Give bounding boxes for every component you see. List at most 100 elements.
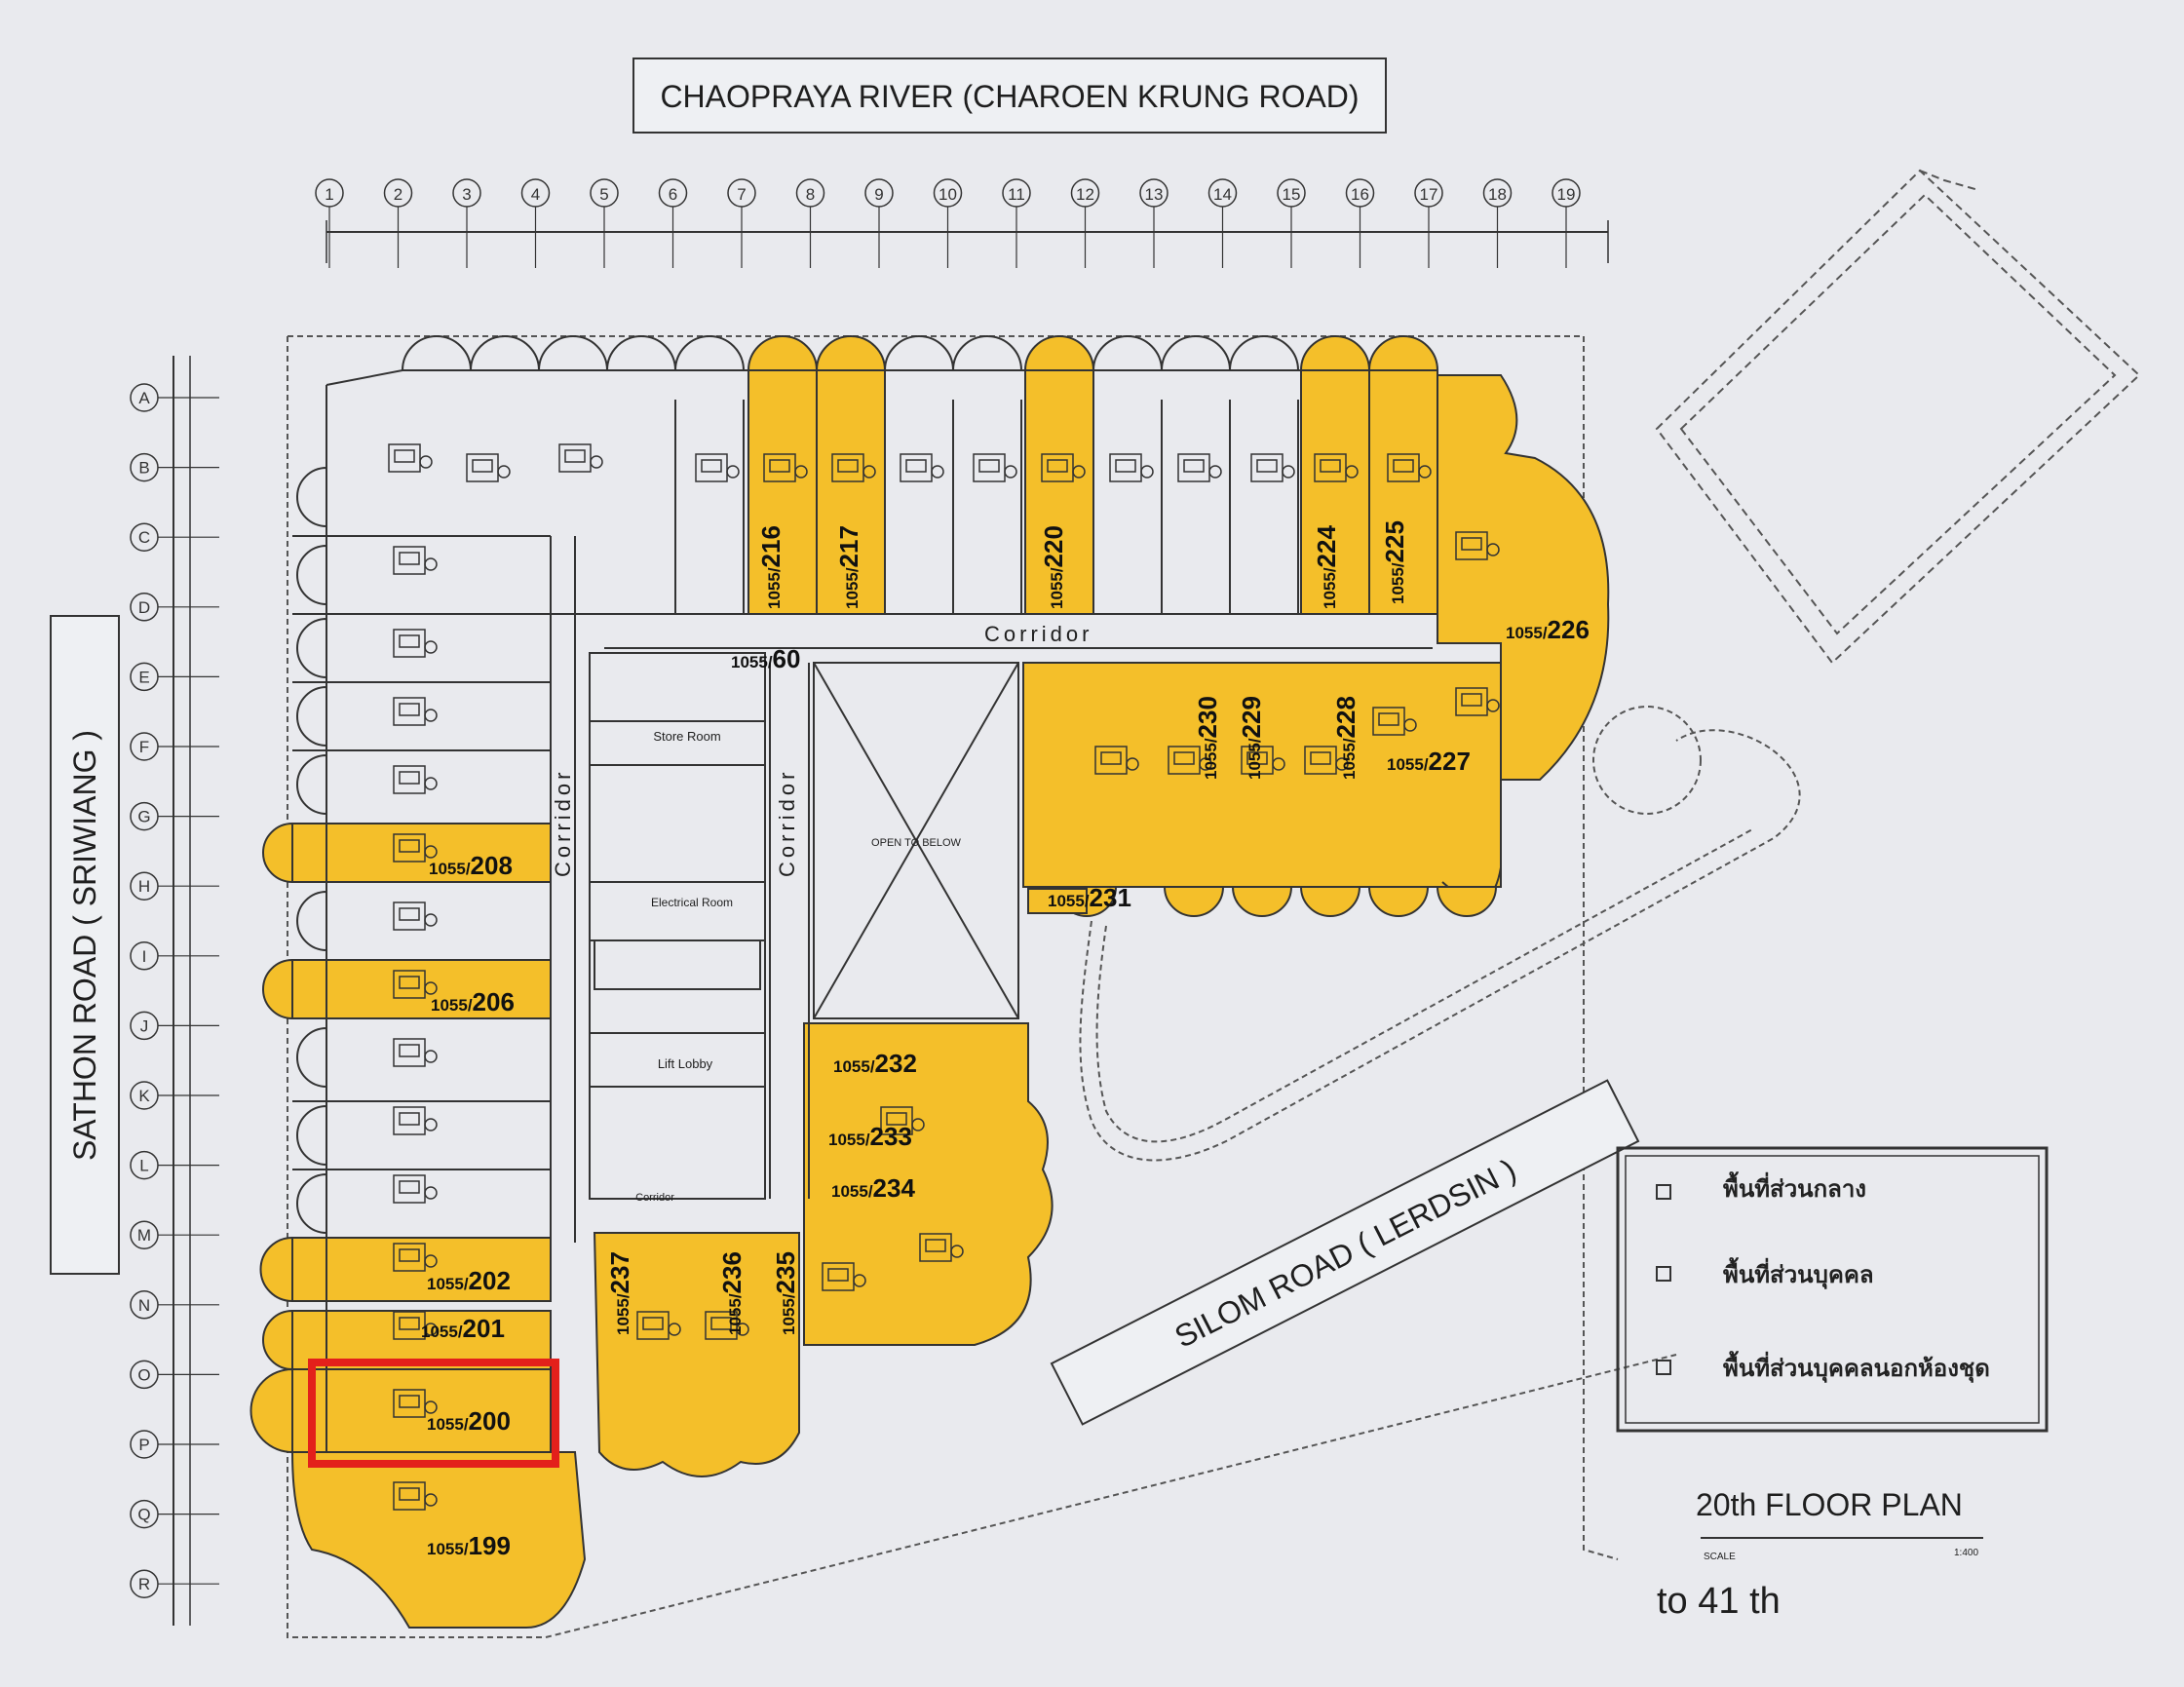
- sathon-road-label: SATHON ROAD ( SRIWIANG ): [50, 615, 120, 1275]
- grid-row-A: A: [130, 383, 219, 412]
- unit-229-label: 1055/229: [1237, 696, 1266, 780]
- grid-col-8: 8: [795, 178, 825, 268]
- grid-row-F: F: [130, 732, 219, 761]
- unit-220-label: 1055/220: [1039, 525, 1068, 609]
- svg-text:O: O: [137, 1365, 150, 1384]
- grid-col-4: 4: [520, 178, 551, 268]
- fixture: [393, 970, 438, 999]
- legend-private-outside-area: พื้นที่ส่วนบุคคลนอกห้องชุด: [1723, 1350, 1990, 1384]
- fixture: [705, 1311, 749, 1340]
- svg-text:17: 17: [1420, 185, 1438, 204]
- svg-text:J: J: [140, 1016, 149, 1035]
- fixture: [393, 546, 438, 575]
- fixture: [393, 1106, 438, 1135]
- title-block: 20th FLOOR PLAN SCALE 1:400 to 41 th: [1657, 1487, 1983, 1622]
- fixture: [388, 443, 433, 473]
- fixture: [636, 1311, 681, 1340]
- svg-text:R: R: [138, 1575, 150, 1593]
- unit-202-label: 1055/202: [427, 1266, 511, 1295]
- river-label: CHAOPRAYA RIVER (CHAROEN KRUNG ROAD): [632, 58, 1387, 134]
- unit-235-label: 1055/235: [771, 1251, 800, 1335]
- svg-text:K: K: [138, 1087, 150, 1105]
- fixture: [393, 765, 438, 794]
- grid-col-11: 11: [1002, 178, 1031, 268]
- grid-col-13: 13: [1139, 178, 1169, 268]
- grid-row-G: G: [130, 801, 219, 831]
- grid-col-15: 15: [1277, 178, 1306, 268]
- grid-row-O: O: [130, 1360, 219, 1390]
- svg-text:Store Room: Store Room: [653, 729, 720, 744]
- grid-col-9: 9: [864, 178, 894, 268]
- grid-col-18: 18: [1482, 178, 1513, 268]
- grid-row-D: D: [130, 593, 219, 622]
- fixture: [1304, 746, 1349, 775]
- fixture: [880, 1106, 925, 1135]
- fixture: [1314, 453, 1359, 482]
- fixture: [1177, 453, 1222, 482]
- legend: พื้นที่ส่วนกลาง พื้นที่ส่วนบุคคล พื้นที่…: [1616, 1146, 2049, 1433]
- grid-col-17: 17: [1414, 178, 1443, 268]
- fixture: [1455, 687, 1500, 716]
- grid-col-12: 12: [1070, 178, 1100, 268]
- svg-text:Corridor: Corridor: [775, 769, 799, 877]
- unit-237-label: 1055/237: [605, 1251, 634, 1335]
- legend-box-private-outside: [1656, 1360, 1671, 1375]
- fixture: [900, 453, 944, 482]
- fixture: [393, 833, 438, 863]
- unit-208-label: 1055/208: [429, 851, 513, 880]
- fixture: [973, 453, 1017, 482]
- svg-text:9: 9: [874, 185, 883, 204]
- svg-text:H: H: [138, 877, 150, 896]
- fixture: [1250, 453, 1295, 482]
- unit-206-label: 1055/206: [431, 987, 515, 1016]
- svg-text:14: 14: [1213, 185, 1232, 204]
- unit-number-tags: 1055/2161055/2171055/2201055/2241055/225…: [421, 520, 1590, 1560]
- fixture: [1168, 746, 1212, 775]
- unit-234-label: 1055/234: [831, 1173, 915, 1203]
- fixture: [393, 1174, 438, 1204]
- grid-row-R: R: [130, 1569, 219, 1598]
- grid-row-C: C: [130, 522, 219, 552]
- svg-text:11: 11: [1008, 185, 1025, 204]
- unit-232-label: 1055/232: [833, 1049, 917, 1078]
- fixture: [822, 1262, 866, 1291]
- unit-216-label: 1055/216: [756, 525, 785, 609]
- svg-text:Lift Lobby: Lift Lobby: [658, 1056, 713, 1071]
- fixture: [831, 453, 876, 482]
- unit-217-label: 1055/217: [834, 525, 863, 609]
- unit-201-label: 1055/201: [421, 1314, 505, 1343]
- grid-row-K: K: [130, 1081, 219, 1110]
- svg-text:13: 13: [1145, 185, 1164, 204]
- grid-row-L: L: [130, 1150, 219, 1180]
- fixture: [919, 1233, 964, 1262]
- svg-text:SATHON ROAD ( SRIWIANG ): SATHON ROAD ( SRIWIANG ): [67, 730, 102, 1161]
- unit-200-label: 1055/200: [427, 1406, 511, 1436]
- svg-text:16: 16: [1351, 185, 1369, 204]
- grid-row-Q: Q: [130, 1499, 219, 1529]
- grid-row-B: B: [130, 452, 219, 482]
- svg-text:M: M: [137, 1226, 151, 1245]
- svg-text:4: 4: [531, 185, 540, 204]
- grid-row-E: E: [130, 662, 219, 692]
- floor-range: to 41 th: [1657, 1581, 1781, 1622]
- bathroom-fixtures: [388, 443, 1500, 1511]
- grid-col-19: 19: [1552, 178, 1581, 268]
- svg-text:I: I: [142, 947, 147, 966]
- svg-text:1: 1: [325, 185, 333, 204]
- svg-text:SILOM ROAD ( LERDSIN ): SILOM ROAD ( LERDSIN ): [1169, 1152, 1522, 1355]
- svg-text:CHAOPRAYA RIVER (CHAROEN KRUNG: CHAOPRAYA RIVER (CHAROEN KRUNG ROAD): [660, 79, 1359, 114]
- unit-walls: [292, 335, 1437, 1452]
- silom-road-label: SILOM ROAD ( LERDSIN ): [1050, 1079, 1640, 1426]
- legend-common-area: พื้นที่ส่วนกลาง: [1723, 1170, 1866, 1203]
- svg-text:B: B: [138, 459, 149, 478]
- grid-row-H: H: [130, 871, 219, 901]
- svg-text:Q: Q: [137, 1506, 150, 1524]
- grid-col-6: 6: [658, 178, 688, 268]
- svg-text:19: 19: [1557, 185, 1576, 204]
- svg-text:6: 6: [669, 185, 677, 204]
- left-bay-arches: [296, 466, 327, 1235]
- svg-text:Corridor: Corridor: [635, 1192, 674, 1204]
